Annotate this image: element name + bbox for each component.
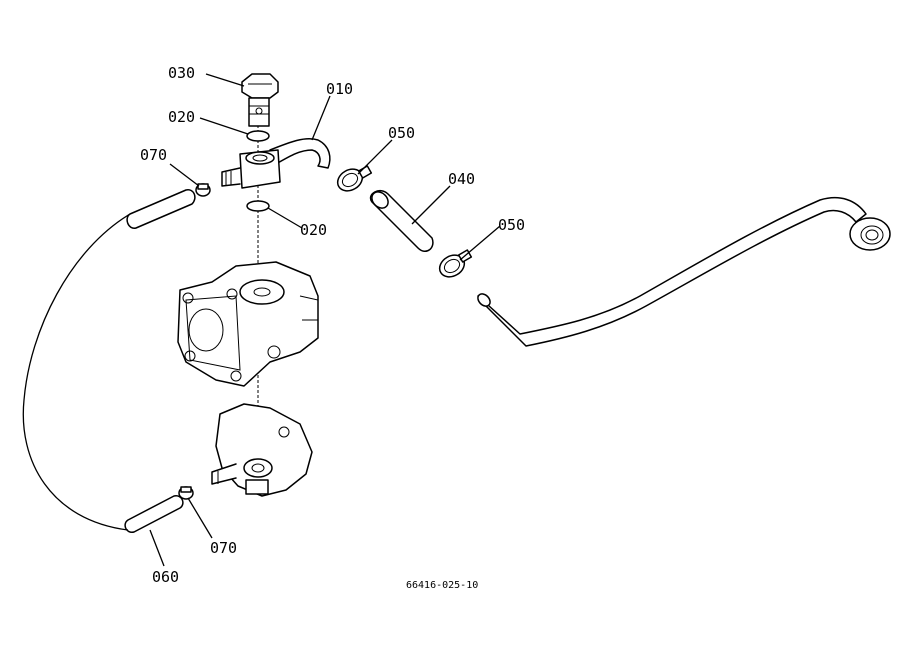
label-070-top: 070 (140, 146, 167, 164)
label-030: 030 (168, 64, 195, 82)
leader-070-top (169, 163, 200, 187)
part-040-hose[interactable] (369, 189, 434, 252)
part-020-washer-bottom[interactable] (246, 200, 270, 212)
part-010-pipe[interactable] (221, 138, 331, 189)
part-030-banjo-bolt[interactable] (241, 73, 279, 127)
leader-010 (311, 95, 331, 141)
part-060-hose-upper[interactable] (126, 189, 196, 229)
leader-070-bottom (187, 497, 213, 539)
label-020-bottom: 020 (300, 221, 327, 239)
label-050-top: 050 (388, 124, 415, 142)
return-pipe (477, 196, 891, 347)
part-050-clamp-top[interactable] (334, 165, 373, 195)
leader-060 (149, 529, 165, 567)
part-070-clip-top[interactable] (195, 183, 211, 197)
pump-body (177, 261, 319, 387)
hose-loop-line (22, 213, 131, 531)
part-070-clip-bottom[interactable] (178, 486, 194, 500)
label-060: 060 (152, 568, 179, 586)
leader-050-bottom (459, 225, 501, 261)
leader-050-top (357, 139, 393, 175)
label-020-top: 020 (168, 108, 195, 126)
label-010: 010 (326, 80, 353, 98)
valve-body (211, 403, 313, 497)
leader-030 (205, 73, 245, 87)
part-060-hose-lower[interactable] (124, 495, 184, 533)
label-040: 040 (448, 170, 475, 188)
leader-020-top (199, 117, 249, 135)
drawing-reference: 66416-025-10 (406, 580, 478, 591)
label-070-bottom: 070 (210, 539, 237, 557)
label-050-bottom: 050 (498, 216, 525, 234)
leader-040 (411, 185, 451, 225)
part-020-washer-top[interactable] (246, 130, 270, 142)
leader-020-bottom (267, 207, 303, 229)
